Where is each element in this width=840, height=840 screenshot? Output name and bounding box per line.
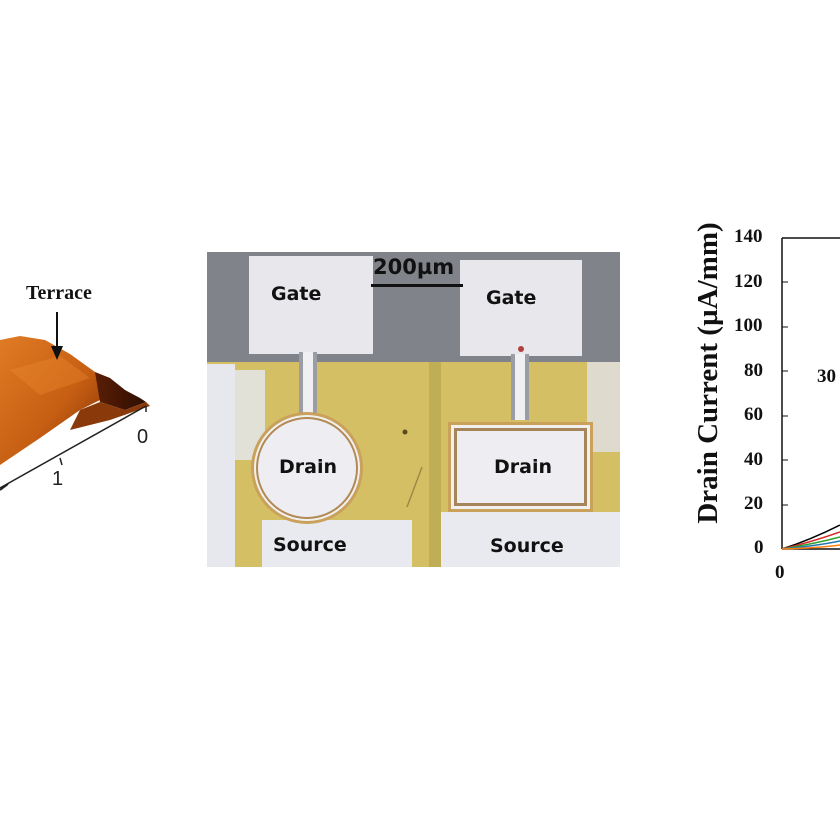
iv-chart: Drain Current (µA/mm) 140 120 100 80 60 …: [680, 210, 840, 590]
y-tick-20: 20: [744, 493, 763, 514]
x-tick-0: 0: [775, 562, 785, 583]
iv-plot-area: [781, 237, 840, 550]
afm-panel: Terrace 1 0: [0, 260, 180, 500]
right-gate-label: Gate: [486, 287, 537, 309]
curve-orange: [781, 544, 840, 550]
left-gate-label: Gate: [271, 283, 322, 305]
left-drain-label: Drain: [279, 456, 338, 478]
y-tick-60: 60: [744, 404, 763, 425]
y-tick-40: 40: [744, 449, 763, 470]
afm-surface: [0, 312, 150, 491]
y-tick-100: 100: [734, 315, 763, 336]
afm-tick-1: 1: [52, 468, 64, 490]
y-tick-140: 140: [734, 226, 763, 247]
y-tick-0: 0: [754, 537, 764, 558]
y-tick-120: 120: [734, 271, 763, 292]
left-source-label: Source: [273, 534, 347, 556]
curve-annotation: 30: [817, 366, 836, 387]
right-drain-label: Drain: [494, 456, 553, 478]
afm-tick-0: 0: [137, 426, 149, 448]
y-tick-80: 80: [744, 360, 763, 381]
micrograph-image: [207, 252, 620, 567]
device-micrograph: 200µm Gate Drain Source Gate Drain Sourc…: [207, 252, 620, 567]
scale-bar-label: 200µm: [373, 255, 455, 279]
terrace-label: Terrace: [26, 282, 92, 304]
right-source-label: Source: [490, 535, 564, 557]
